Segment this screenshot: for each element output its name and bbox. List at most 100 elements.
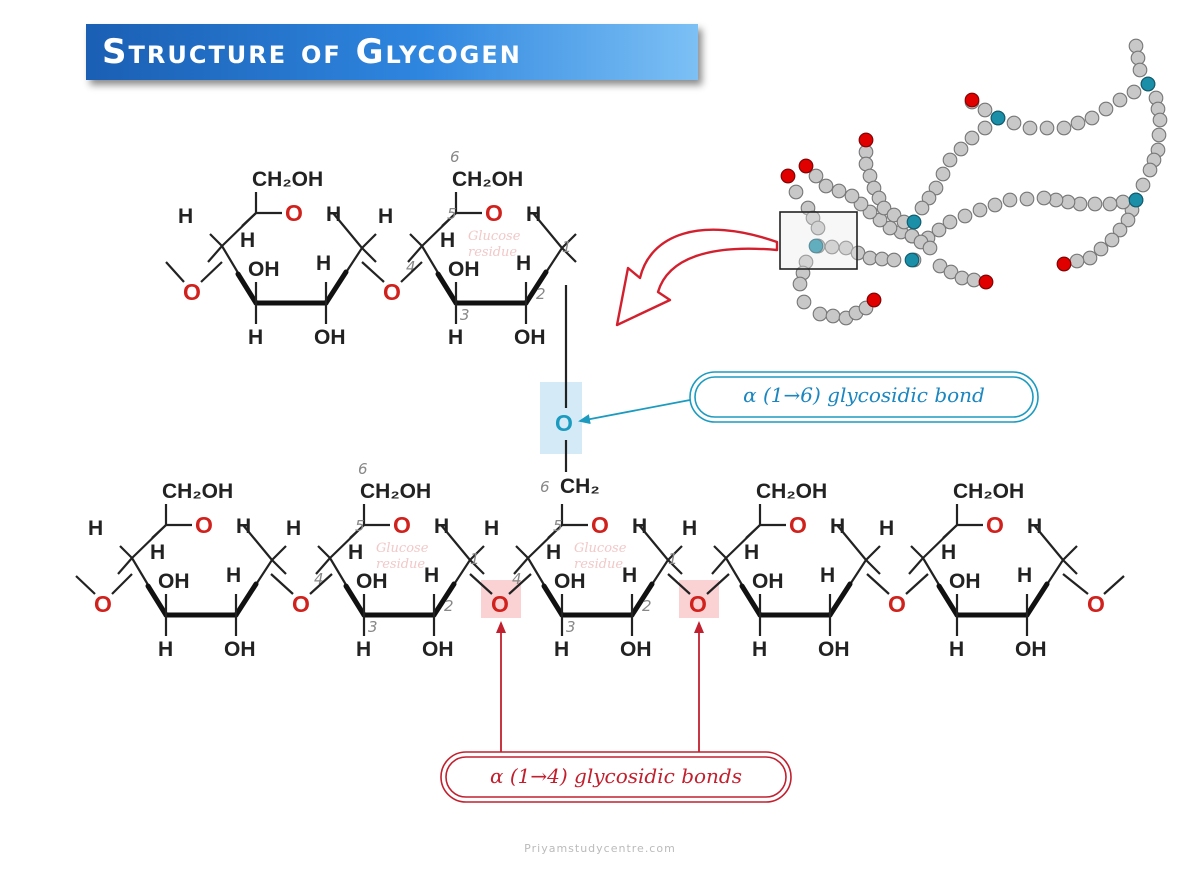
glucose-bead (1006, 115, 1022, 131)
ch2-group: CH₂ (560, 475, 600, 498)
glucose-bead (957, 208, 973, 224)
glycosidic-oxygen: O (689, 591, 707, 617)
glucose-bead (1060, 194, 1076, 210)
residue-watermark: Glucose (468, 229, 521, 244)
glucose-bead (1132, 62, 1148, 78)
alpha-1-4-callout-inner (445, 756, 787, 798)
hydrogen-c3: H (248, 326, 263, 349)
non-reducing-end-bead (866, 292, 882, 308)
residue-watermark: Glucose (376, 541, 429, 556)
substituent-bond (271, 559, 287, 575)
hydrogen-c1: H (526, 203, 541, 226)
glycosidic-bond (270, 573, 294, 595)
glucose-bead (977, 102, 993, 118)
ring-oxygen: O (986, 512, 1004, 538)
ring-bold-bond (739, 583, 763, 618)
glucose-bead (788, 184, 804, 200)
hydrogen-c4: H (440, 229, 455, 252)
glucose-bead (1082, 250, 1098, 266)
alpha-1-4-highlight (481, 580, 521, 618)
substituent-bond (908, 557, 924, 575)
glucose-bead (914, 200, 930, 216)
ring-bold-bond (936, 583, 960, 618)
glucose-bead (831, 183, 847, 199)
glycosidic-bond (400, 261, 423, 283)
ring-bold-bond (235, 271, 259, 306)
glucose-bead (1115, 194, 1131, 210)
glucose-bead (810, 220, 826, 236)
glucose-bead (1039, 120, 1055, 136)
glucose-bead (812, 306, 828, 322)
substituent-bond (547, 524, 563, 539)
alpha-1-6-label: α (1→6) glycosidic bond (743, 383, 985, 407)
carbon-number-5: 5 (553, 517, 563, 535)
ring-oxygen: O (285, 200, 303, 226)
substituent-bond (561, 233, 577, 249)
glucose-bead (1084, 110, 1100, 126)
glucose-bead (942, 214, 958, 230)
carbon-number-1: 1 (668, 550, 678, 568)
residue-watermark: residue (574, 557, 623, 572)
hydrogen-c5: H (682, 517, 697, 540)
substituent-bond (361, 233, 377, 249)
substituent-bond (667, 559, 683, 575)
residue-watermark: Glucose (574, 541, 627, 556)
hydroxyl-c2: OH (314, 326, 346, 349)
glucose-bead (1019, 191, 1035, 207)
alpha-1-6-oxygen: O (555, 410, 573, 436)
carbon-number-2: 2 (642, 597, 652, 615)
carbon-number-4: 4 (406, 258, 416, 276)
ring-bold-bond (145, 583, 169, 618)
glucose-bead (825, 308, 841, 324)
ch2oh-group: CH₂OH (360, 480, 431, 503)
glycosidic-bond (1062, 573, 1089, 595)
carbon-number-4: 4 (314, 570, 324, 588)
glucose-bead (987, 197, 1003, 213)
glucose-bead (922, 240, 938, 256)
alpha-1-4-highlight (679, 580, 719, 618)
ring-bold-bond (541, 583, 565, 618)
hydrogen-c1: H (830, 515, 845, 538)
substituent-bond (271, 545, 287, 561)
hydrogen-c3: H (158, 638, 173, 661)
glycosidic-bond (200, 261, 223, 283)
ring-bold-bond (323, 269, 349, 306)
glucose-bead (1112, 222, 1128, 238)
ring-bold-bond (343, 583, 367, 618)
substituent-bond (513, 557, 529, 575)
glycosidic-oxygen: O (888, 591, 906, 617)
substituent-bond (349, 524, 365, 539)
carbon-number-2: 2 (444, 597, 454, 615)
glucose-bead (966, 272, 982, 288)
glucose-bead (1120, 212, 1136, 228)
glucose-bead (796, 294, 812, 310)
glycosidic-oxygen: O (292, 591, 310, 617)
glucose-bead (1135, 177, 1151, 193)
hydrogen-c4: H (546, 541, 561, 564)
hydroxyl-c2: OH (514, 326, 546, 349)
non-reducing-end-bead (978, 274, 994, 290)
non-reducing-end-bead (1056, 256, 1072, 272)
carbon-number-3: 3 (368, 618, 378, 636)
ring-bold-bond (233, 581, 259, 618)
glycosidic-bond (469, 573, 493, 595)
ring-oxygen: O (195, 512, 213, 538)
hydrogen-c5: H (178, 205, 193, 228)
substituent-bond (1062, 545, 1078, 561)
ring-bold-bond (435, 271, 459, 306)
substituent-bond (317, 545, 331, 559)
alpha-1-4-callout (440, 751, 792, 803)
hydrogen-c5: H (484, 517, 499, 540)
glucose-bead (954, 270, 970, 286)
glycosidic-bond (361, 261, 385, 283)
glucose-bead (1070, 115, 1086, 131)
hydroxyl-c3: OH (752, 570, 784, 593)
substituent-bond (241, 212, 257, 227)
hydrogen-c1: H (326, 203, 341, 226)
glucose-bead (844, 188, 860, 204)
glucose-bead (792, 276, 808, 292)
